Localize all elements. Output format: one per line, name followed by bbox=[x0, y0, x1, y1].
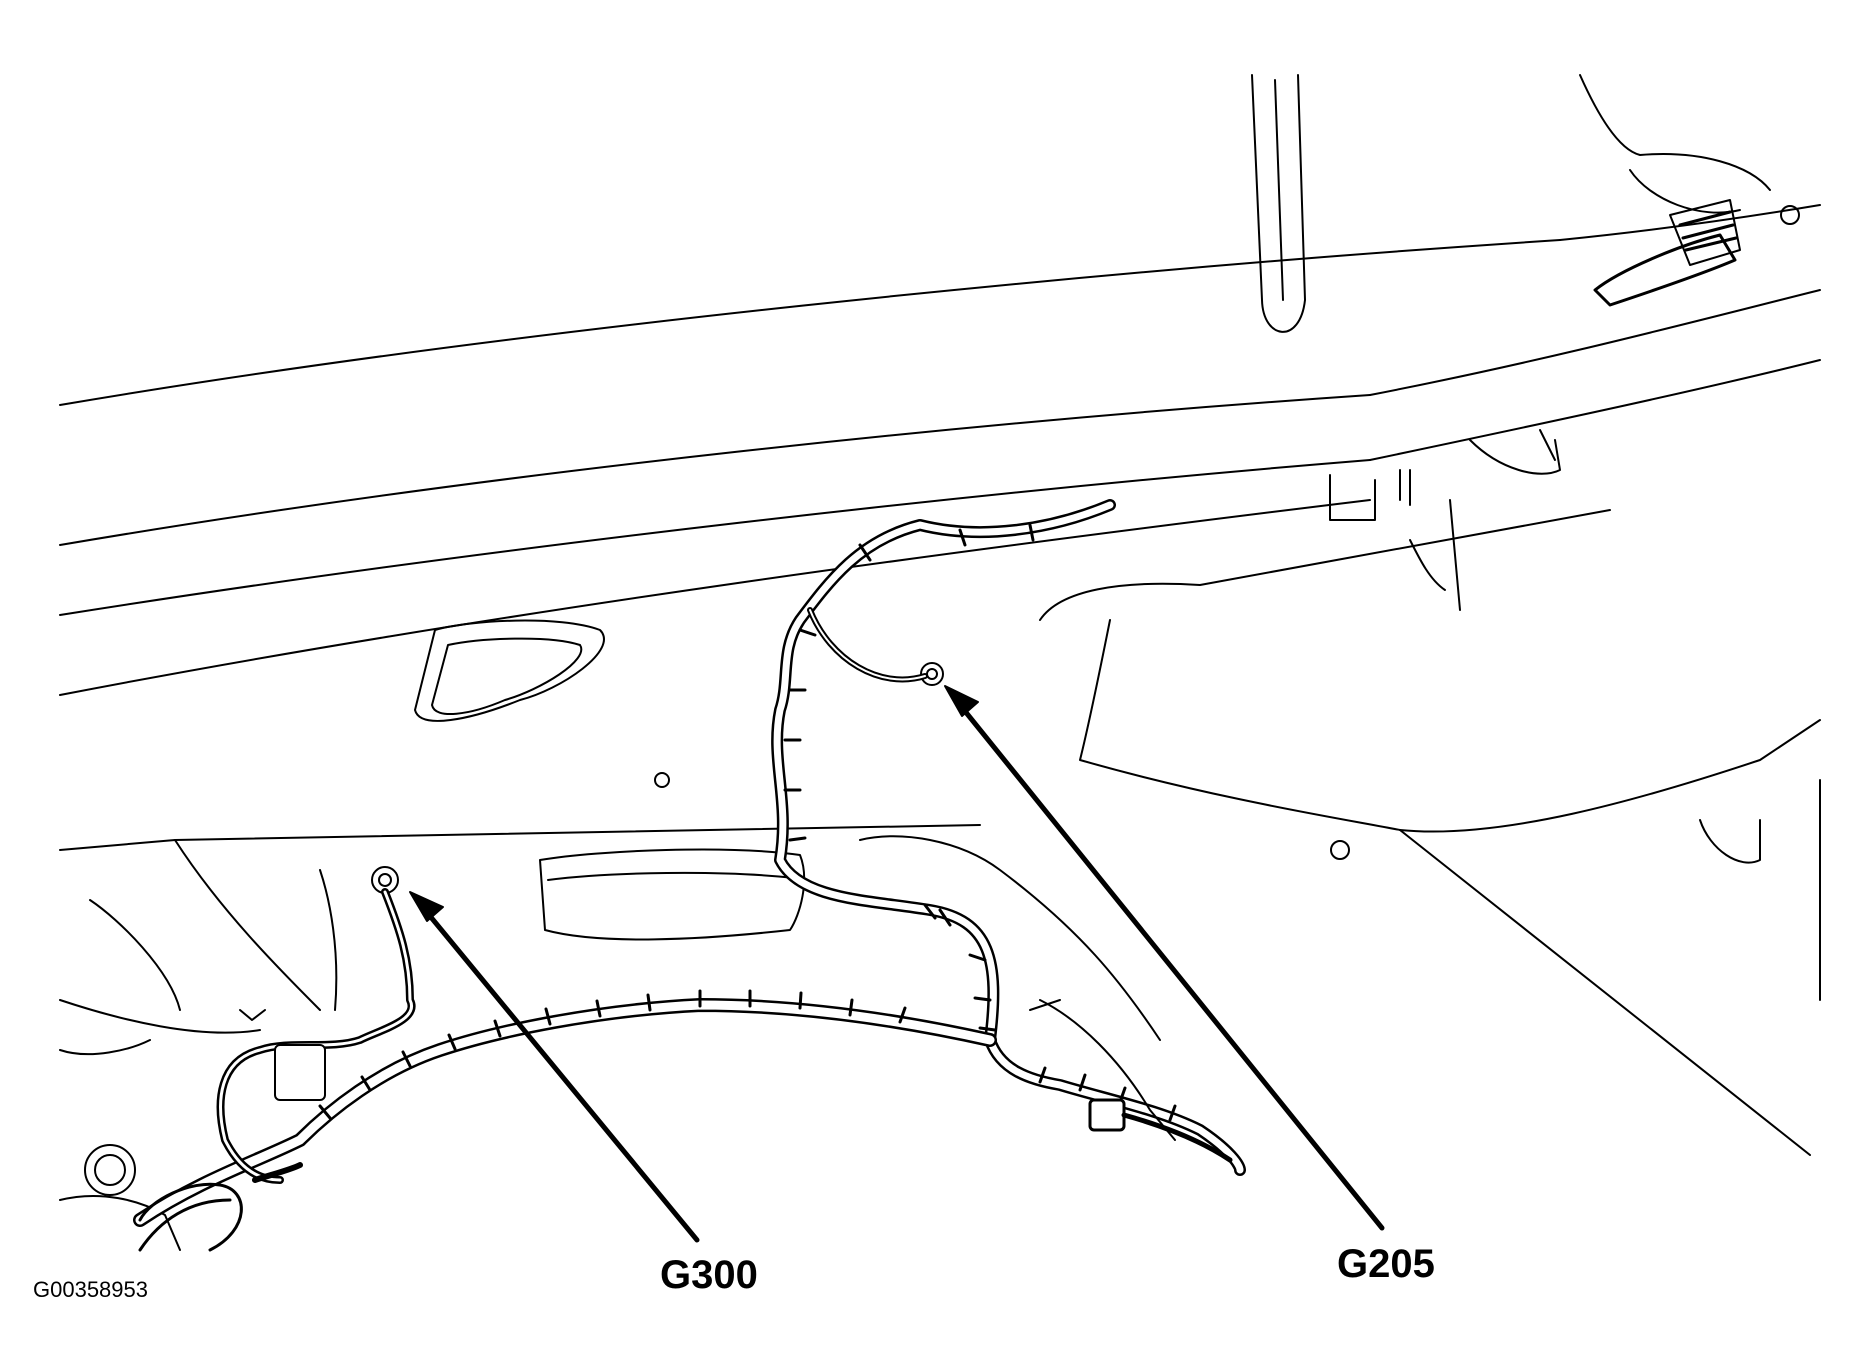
upper-right-structure bbox=[1579, 74, 1800, 225]
leader-arrow-g300 bbox=[409, 891, 700, 1243]
lower-bracket bbox=[1329, 429, 1561, 611]
figure-id: G00358953 bbox=[33, 1277, 148, 1302]
cross-member bbox=[59, 204, 1821, 696]
pillar bbox=[1251, 74, 1306, 333]
panel-cutout bbox=[414, 619, 670, 788]
wire-harness bbox=[133, 499, 1246, 1252]
grommet bbox=[1593, 199, 1741, 307]
callout-label-g300: G300 bbox=[660, 1253, 758, 1297]
right-panel bbox=[1039, 509, 1821, 1156]
callout-label-g205: G205 bbox=[1337, 1242, 1435, 1286]
leader-arrow-g205 bbox=[944, 685, 1385, 1231]
lower-panel-recess bbox=[539, 848, 806, 941]
left-structure bbox=[59, 824, 1161, 1251]
